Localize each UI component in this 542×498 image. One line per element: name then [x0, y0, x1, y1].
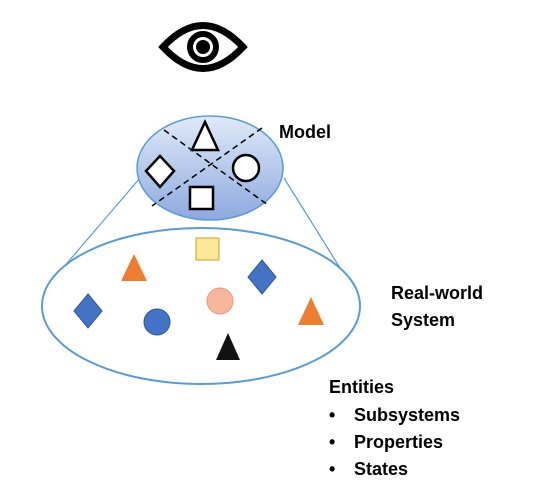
entities-list: • Subsystems • Properties • States: [329, 405, 460, 479]
entity-item-states: States: [354, 459, 408, 479]
blue-diamond-left: [73, 293, 103, 329]
entity-item-subsystems: Subsystems: [354, 405, 460, 425]
projection-line-right: [283, 177, 346, 277]
model-triangle: [190, 119, 220, 152]
model-ellipse: [136, 115, 284, 221]
entity-item-properties: Properties: [354, 432, 443, 452]
model-circle: [231, 153, 261, 183]
blue-circle: [143, 308, 171, 336]
eye-icon: [158, 22, 248, 72]
model-square: [188, 185, 215, 211]
peach-circle: [206, 287, 234, 315]
bullet-3: •: [329, 459, 335, 479]
orange-triangle-left: [121, 254, 147, 281]
black-triangle: [216, 333, 240, 360]
bullet-1: •: [329, 405, 335, 425]
model-divider-1: [163, 129, 269, 206]
projection-line-left: [55, 177, 141, 277]
bullet-2: •: [329, 432, 335, 452]
model-diamond: [144, 154, 176, 189]
real-world-system-ellipse: [41, 227, 361, 385]
blue-diamond-right: [247, 259, 277, 295]
real-world-label-line2: System: [391, 310, 455, 330]
real-world-label-line1: Real-world: [391, 283, 483, 303]
yellow-square: [195, 237, 220, 261]
entities-title: Entities: [329, 377, 394, 397]
model-label: Model: [279, 122, 331, 142]
model-divider-2: [151, 127, 263, 207]
orange-triangle-right: [298, 297, 324, 325]
